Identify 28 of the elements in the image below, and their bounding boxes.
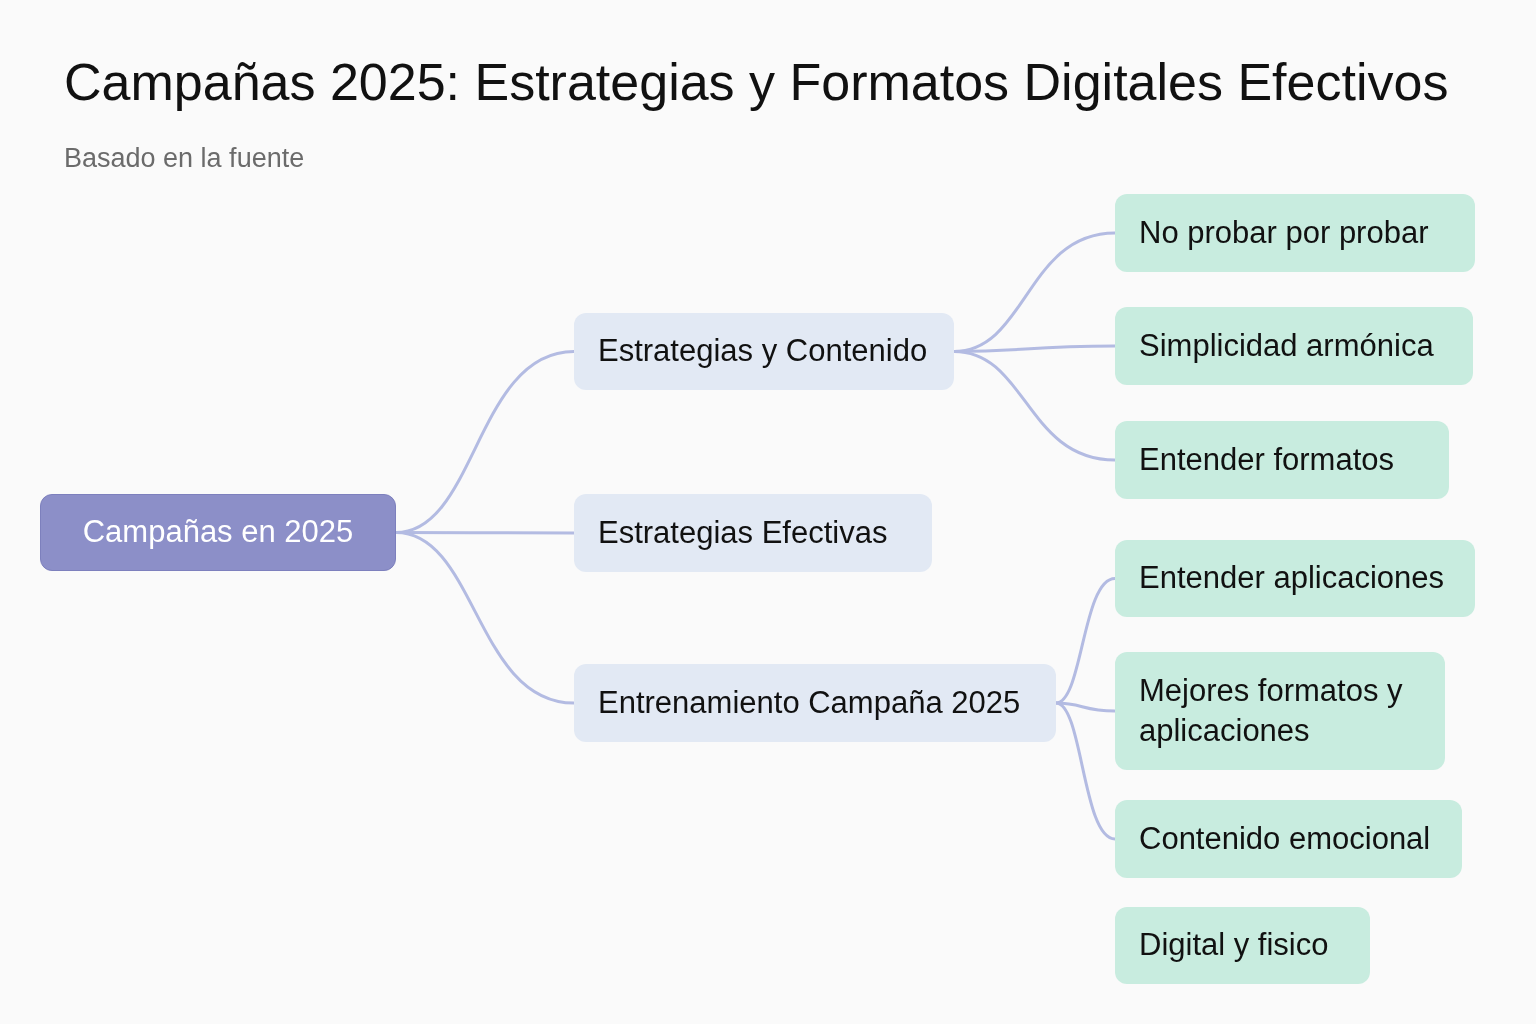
leaf-node: [1115, 540, 1475, 617]
node-label: Entender formatos: [1139, 440, 1395, 479]
node-label: Estrategias y Contenido: [598, 332, 928, 371]
root-node: [40, 494, 396, 571]
leaf-node: [1115, 307, 1473, 385]
node-label: Entrenamiento Campaña 2025: [598, 683, 1021, 722]
node-label: Estrategias Efectivas: [598, 513, 888, 552]
branch-node: [574, 664, 1056, 742]
connector-line: [395, 531, 575, 705]
branch-node: [574, 313, 954, 390]
branch-node: [574, 494, 932, 572]
connector-line: [953, 350, 1116, 462]
leaf-node: [1115, 194, 1475, 272]
connector-line: [1055, 701, 1116, 841]
leaf-node: [1115, 421, 1449, 499]
subtitle: Basado en la fuente: [64, 143, 305, 174]
node-label: Contenido emocional: [1139, 819, 1431, 858]
leaf-node: [1115, 652, 1445, 770]
node-label: Simplicidad armónica: [1139, 326, 1434, 365]
node-label: Mejores formatos y aplicaciones: [1139, 671, 1404, 750]
leaf-node: [1115, 907, 1370, 984]
node-label: Campañas en 2025: [82, 513, 354, 552]
node-label: Entender aplicaciones: [1139, 559, 1445, 598]
title: Campañas 2025: Estrategias y Formatos Digitales Efectivos: [64, 52, 1449, 112]
node-label: Digital y fisico: [1139, 926, 1329, 965]
connector-line: [1055, 577, 1116, 705]
leaf-node: [1115, 800, 1462, 878]
node-label: No probar por probar: [1139, 213, 1429, 252]
